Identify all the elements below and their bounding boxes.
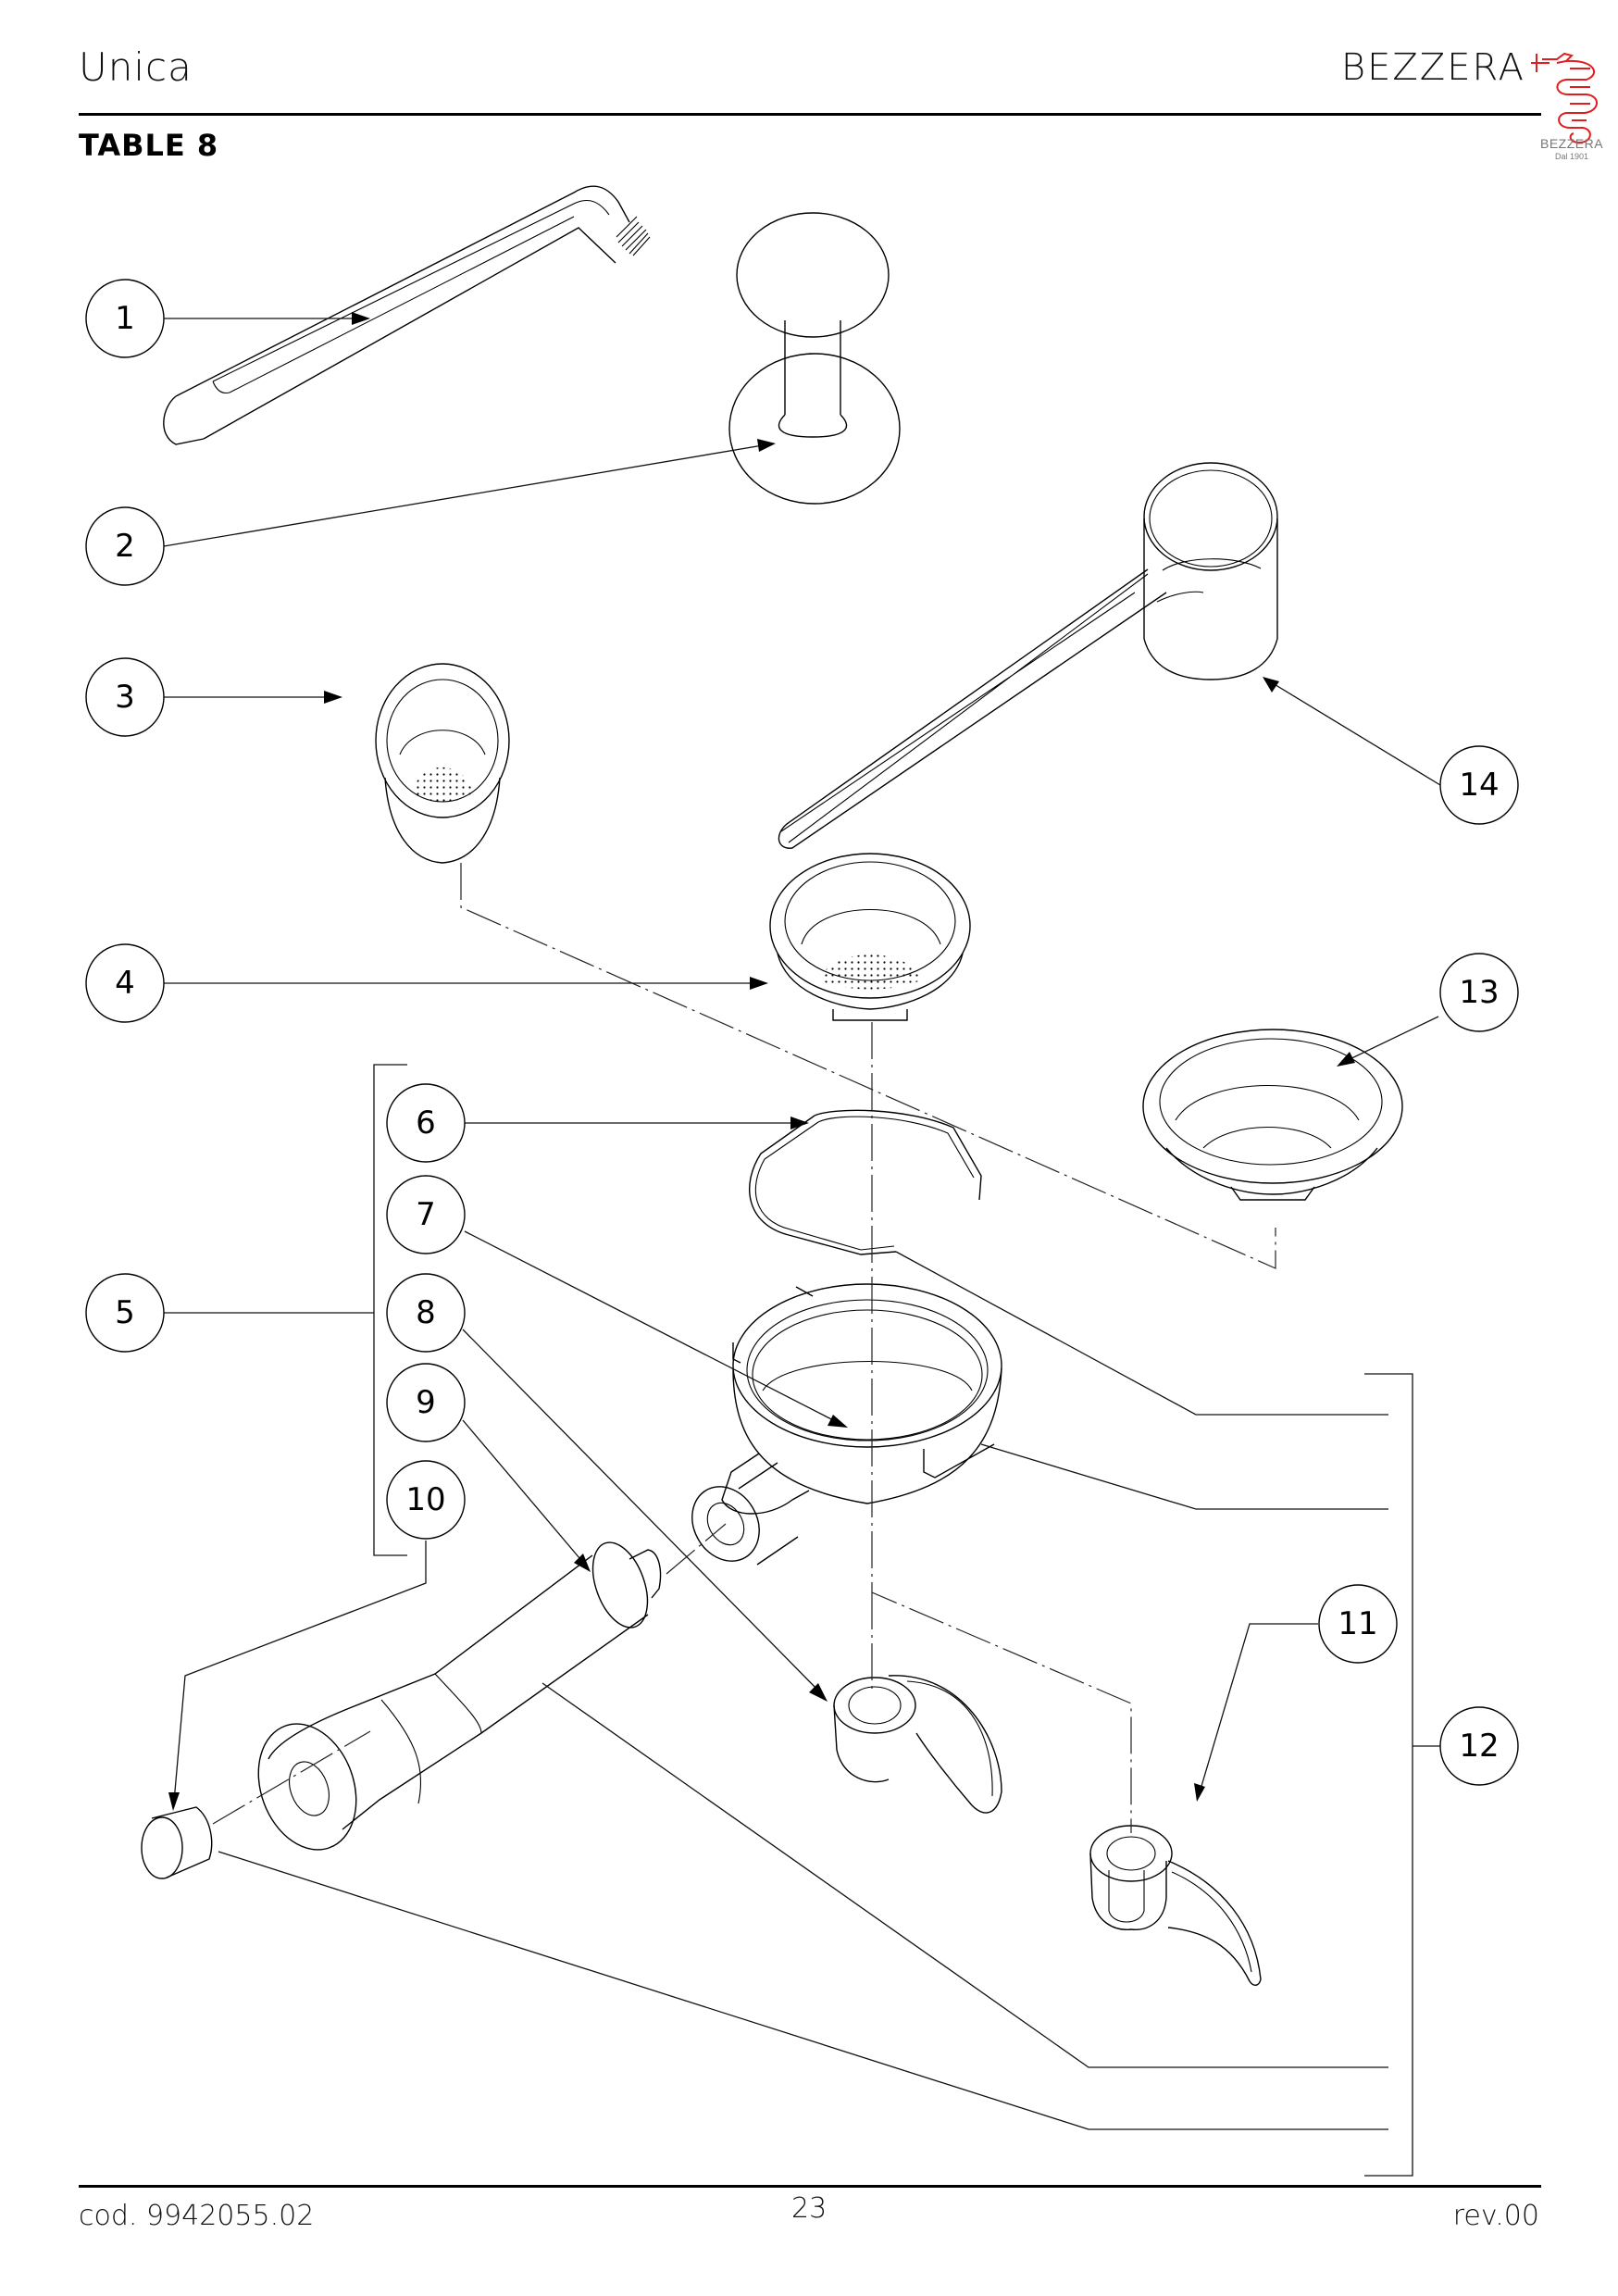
- balloon-8: 8: [386, 1273, 466, 1353]
- tamper-part: [728, 212, 901, 505]
- bezzera-serpent-logo-icon: [1531, 52, 1598, 144]
- balloon-11: 11: [1318, 1584, 1398, 1664]
- balloon-label: 9: [416, 1384, 436, 1421]
- balloon-10: 10: [386, 1460, 466, 1540]
- balloon-5: 5: [85, 1273, 165, 1353]
- balloon-12: 12: [1439, 1706, 1519, 1786]
- balloon-label: 13: [1459, 974, 1499, 1011]
- measuring-scoop-part: [778, 462, 1278, 849]
- group-bracket-right: [218, 1251, 1440, 2177]
- revision-label: rev.00: [1452, 2200, 1539, 2232]
- assembly-axis-lines: [212, 863, 1276, 1833]
- model-title: Unica: [79, 44, 193, 90]
- balloon-2: 2: [85, 506, 165, 586]
- portafilter-body-part: [691, 1283, 1002, 1566]
- balloon-13: 13: [1439, 953, 1519, 1032]
- balloon-label: 1: [115, 300, 135, 337]
- header-divider: [79, 113, 1541, 116]
- balloon-label: 11: [1338, 1605, 1377, 1642]
- table-label: TABLE 8: [79, 128, 219, 163]
- balloon-label: 2: [115, 528, 135, 565]
- balloon-label: 6: [416, 1104, 436, 1142]
- leader-lines: [163, 312, 1441, 1811]
- balloon-label: 5: [115, 1294, 135, 1331]
- cleaning-brush-part: [163, 185, 651, 445]
- logo-name: BEZZERA: [1540, 136, 1604, 151]
- group-bracket-left: [164, 1064, 407, 1556]
- retaining-spring-part: [749, 1109, 982, 1255]
- balloon-label: 4: [115, 965, 135, 1002]
- single-basket-part: [375, 663, 510, 864]
- brand-wordmark: BEZZERA: [1340, 46, 1525, 89]
- balloon-14: 14: [1439, 745, 1519, 825]
- logo-tagline: Dal 1901: [1555, 152, 1589, 161]
- blind-filter-part: [1142, 1029, 1403, 1201]
- balloon-9: 9: [386, 1363, 466, 1442]
- balloon-6: 6: [386, 1083, 466, 1163]
- balloon-label: 7: [416, 1196, 436, 1233]
- balloon-3: 3: [85, 657, 165, 737]
- balloon-7: 7: [386, 1175, 466, 1254]
- balloon-1: 1: [85, 279, 165, 358]
- balloon-label: 12: [1459, 1728, 1499, 1765]
- document-code: cod. 9942055.02: [79, 2200, 315, 2232]
- balloon-4: 4: [85, 943, 165, 1023]
- double-basket-part: [769, 853, 971, 1021]
- balloon-label: 3: [115, 679, 135, 716]
- footer-divider: [79, 2185, 1541, 2188]
- brush-bristles-icon: [616, 216, 651, 256]
- balloon-label: 8: [416, 1294, 436, 1331]
- page-number: 23: [791, 2192, 828, 2225]
- handle-part: [257, 1541, 662, 1851]
- single-spout-part: [833, 1675, 1002, 1814]
- double-spout-part: [1089, 1825, 1262, 1986]
- balloon-label: 14: [1459, 767, 1499, 804]
- balloon-label: 10: [405, 1481, 445, 1518]
- handle-end-cap-part: [141, 1806, 213, 1879]
